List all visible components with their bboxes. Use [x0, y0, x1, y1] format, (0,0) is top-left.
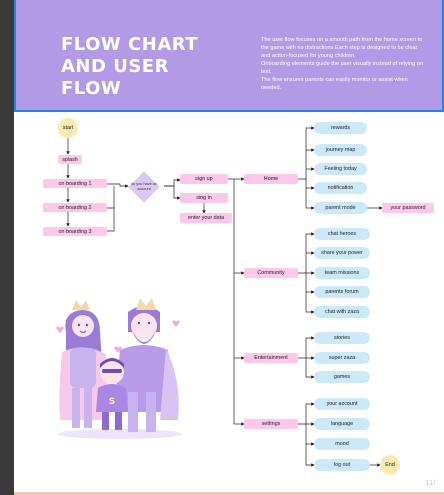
- flow-connectors: [66, 126, 383, 467]
- description: The user flow focuses on a smooth path f…: [261, 36, 426, 92]
- games-node: games: [314, 371, 370, 383]
- connector-onboarding-3-join: [107, 208, 115, 232]
- description-paragraph: Onboarding elements guide the user visua…: [261, 61, 424, 75]
- journey-map-node: journey map: [314, 144, 367, 156]
- connector-home-parent: [305, 179, 315, 210]
- connector-ent-games: [305, 358, 315, 379]
- parents-forum-node: parents forum: [314, 286, 370, 298]
- connector-set-logout: [305, 424, 315, 467]
- splash-node: splash: [58, 155, 82, 164]
- connector-ent-stories: [298, 336, 315, 359]
- header-banner: FLOW CHART AND USER FLOW The user flow f…: [14, 0, 444, 112]
- super-zaza-node: super zaza: [314, 352, 370, 364]
- stories-node: stories: [314, 332, 370, 344]
- page-title: FLOW CHART AND USER FLOW: [61, 34, 231, 100]
- your-account-node: your account: [314, 398, 370, 410]
- title-line: FLOW CHART: [61, 34, 199, 55]
- feeling-today-node: Feeling today: [314, 163, 367, 175]
- page-number: 11/: [425, 480, 436, 487]
- decision-label: do you have an account: [131, 182, 157, 191]
- team-missions-node: team missions: [314, 267, 370, 279]
- sign-up-node: sign up: [180, 174, 228, 184]
- connector-home-rewards: [298, 126, 315, 180]
- sign-in-node: sing in: [180, 193, 228, 203]
- chat-heroes-node: chat heroes: [314, 228, 370, 240]
- description-paragraph: The flow ensures parents can easily moni…: [261, 77, 408, 91]
- connector-decision-signup: [164, 178, 181, 187]
- bottom-accent-bar: [14, 492, 444, 495]
- settings-node: settings: [244, 419, 298, 429]
- title-line: AND USER: [61, 56, 169, 77]
- your-password-node: your password: [382, 203, 434, 213]
- description-paragraph: The user flow focuses on a smooth path f…: [261, 37, 423, 59]
- language-node: language: [314, 418, 370, 430]
- share-your-power-node: share your power: [314, 247, 370, 259]
- svg-text:S: S: [109, 397, 115, 407]
- connector-onboarding-2-join: [107, 186, 115, 209]
- log-out-node: log out: [314, 459, 370, 471]
- connector-set-account: [298, 402, 315, 425]
- enter-data-node: enter your data: [180, 213, 232, 223]
- home-node: Home: [244, 174, 298, 184]
- family-illustration: S: [56, 298, 182, 439]
- title-line: FLOW: [61, 78, 122, 99]
- community-node: Community: [244, 268, 298, 278]
- onboarding-2-node: on boarding 2: [43, 203, 107, 212]
- end-node: End: [380, 455, 400, 475]
- onboarding-3-node: on boarding 3: [43, 227, 107, 236]
- connector-community-chat: [298, 232, 315, 274]
- onboarding-1-node: on boarding 1: [43, 179, 107, 188]
- connector-decision-signin: [164, 185, 181, 200]
- connector-community-zaza: [305, 273, 315, 314]
- connector-onboarding-decision: [107, 183, 129, 188]
- start-node: start: [58, 118, 78, 138]
- chat-with-zaza-node: chat with zaza: [314, 306, 370, 318]
- slide-page: FLOW CHART AND USER FLOW The user flow f…: [14, 0, 444, 495]
- mood-node: mood: [314, 438, 370, 450]
- notification-node: notification: [314, 182, 367, 194]
- parent-mode-node: parent mode: [314, 202, 367, 214]
- entertainment-node: Entertainment: [244, 353, 298, 363]
- rewards-node: rewards: [314, 122, 367, 134]
